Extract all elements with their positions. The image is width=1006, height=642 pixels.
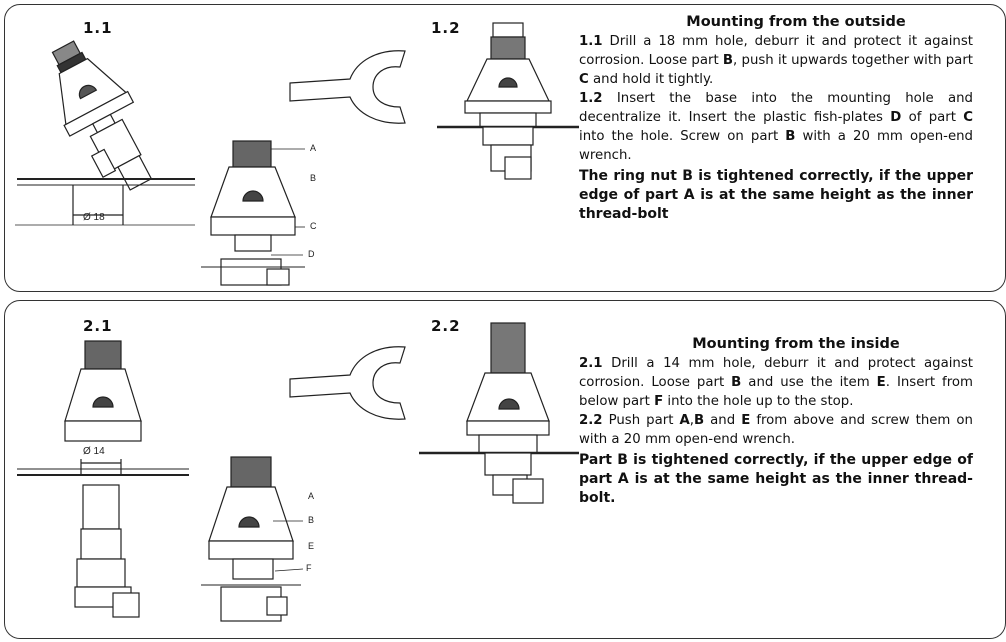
part-label-f: F (306, 563, 312, 573)
step-label-2-2: 2.2 (431, 317, 461, 335)
mounted-sensor-drawing (437, 22, 579, 180)
tightening-note: Part B is tightened correctly, if the up… (579, 452, 973, 506)
instruction-step-1-2: 1.2 Insert the base into the mounting ho… (579, 91, 974, 163)
tilted-sensor-drawing (51, 40, 153, 191)
inside-instructions: Mounting from the inside 2.1 Drill a 14 … (579, 335, 973, 508)
instruction-step-2-1: 2.1 Drill a 14 mm hole, deburr it and pr… (579, 356, 974, 409)
outside-mounting-illustration (15, 22, 579, 286)
hole-diameter-label: Ø 18 (83, 212, 105, 223)
step-label-2-1: 2.1 (83, 317, 113, 335)
step-label-1-1: 1.1 (83, 19, 113, 37)
part-label-d: D (308, 249, 315, 259)
section-heading: Mounting from the outside (686, 14, 906, 30)
mounted-sensor-drawing (419, 322, 579, 504)
part-label-a: A (308, 491, 315, 501)
wrench-drawing (289, 346, 406, 420)
section-heading: Mounting from the inside (692, 336, 900, 352)
part-label-b: B (308, 515, 315, 525)
tightening-note: The ring nut B is tightened correctly, i… (579, 168, 973, 222)
outside-instructions: Mounting from the outside 1.1 Drill a 18… (579, 13, 973, 224)
part-label-a: A (310, 143, 317, 153)
part-f-drawing (74, 484, 140, 618)
hole-diameter-label: Ø 14 (83, 446, 105, 457)
part-label-c: C (310, 221, 317, 231)
instruction-step-1-1: 1.1 Drill a 18 mm hole, deburr it and pr… (579, 34, 973, 87)
instruction-step-2-2: 2.2 Push part A,B and E from above and s… (579, 413, 973, 447)
panel-mounting-inside: 2.1 2.2 Ø 14 A B E F Mounting from the i… (4, 300, 1006, 639)
part-label-e: E (308, 541, 315, 551)
parts-sensor-drawing (201, 456, 304, 622)
panel-mounting-outside: 1.1 1.2 Ø 18 A B C D Mounting from the o… (4, 4, 1006, 292)
inside-mounting-illustration (17, 322, 579, 622)
sensor-top-drawing (64, 340, 142, 442)
part-label-b: B (310, 173, 317, 183)
parts-sensor-drawing (201, 140, 305, 286)
step-label-1-2: 1.2 (431, 19, 461, 37)
wrench-drawing (289, 50, 406, 124)
